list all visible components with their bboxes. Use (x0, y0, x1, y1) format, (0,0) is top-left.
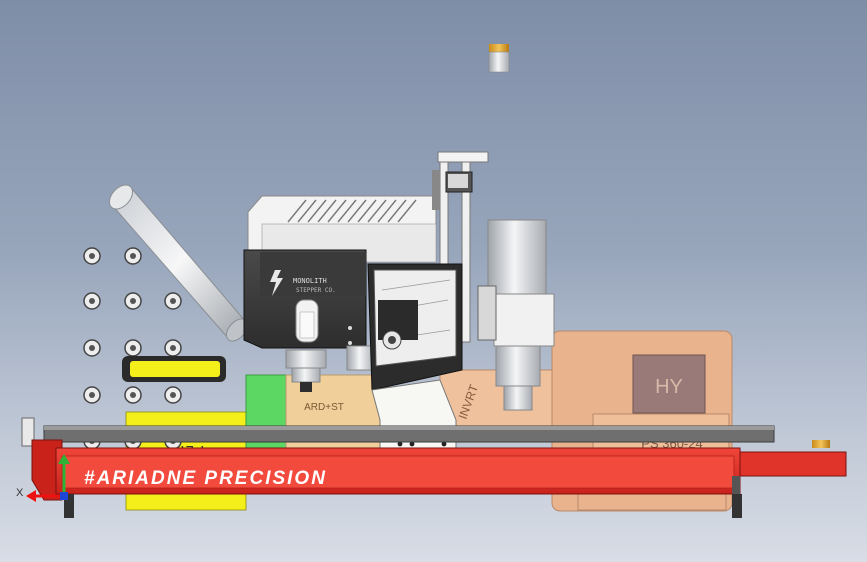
motor-brand: MONOLITH (293, 277, 327, 285)
mounting-hole-center (130, 298, 136, 304)
x-axis-label: X (16, 487, 24, 499)
mounting-hole-center (170, 345, 176, 351)
mounting-hole-center (130, 392, 136, 398)
spindle-motor[interactable] (477, 219, 555, 411)
linear-rail[interactable] (21, 417, 775, 447)
triad-axis-icon: X (16, 454, 70, 502)
gantry-plate[interactable] (371, 379, 457, 457)
mounting-hole-center (89, 298, 95, 304)
frame-feet (64, 476, 742, 518)
motor-housing[interactable] (247, 195, 437, 263)
mounting-hole-center (89, 253, 95, 259)
hy-inverter-box[interactable]: HY (632, 354, 706, 414)
lightning-icon (270, 270, 283, 296)
hy-label: HY (655, 376, 683, 398)
yellow-bar[interactable] (122, 356, 226, 382)
motor-subbrand: STEPPER CO. (296, 287, 336, 294)
brand-banner: #ARIADNE PRECISION (84, 468, 327, 489)
diagonal-tube[interactable] (105, 181, 252, 345)
mounting-hole-center (130, 253, 136, 259)
floating-fitting[interactable] (488, 44, 510, 73)
stepper-motor[interactable]: MONOLITH STEPPER CO. (243, 249, 367, 349)
controller-label: ARD+ST (304, 402, 344, 413)
controller-board[interactable]: ARD+ST (245, 374, 383, 458)
mounting-hole-center (89, 345, 95, 351)
chip-hood[interactable] (367, 263, 463, 391)
red-frame[interactable]: #ARIADNE PRECISION (31, 439, 847, 501)
z-axis-mast[interactable] (432, 151, 489, 343)
mounting-hole-center (130, 345, 136, 351)
mounting-hole-center (170, 298, 176, 304)
mounting-hole-center (89, 392, 95, 398)
mounting-hole-center (170, 392, 176, 398)
